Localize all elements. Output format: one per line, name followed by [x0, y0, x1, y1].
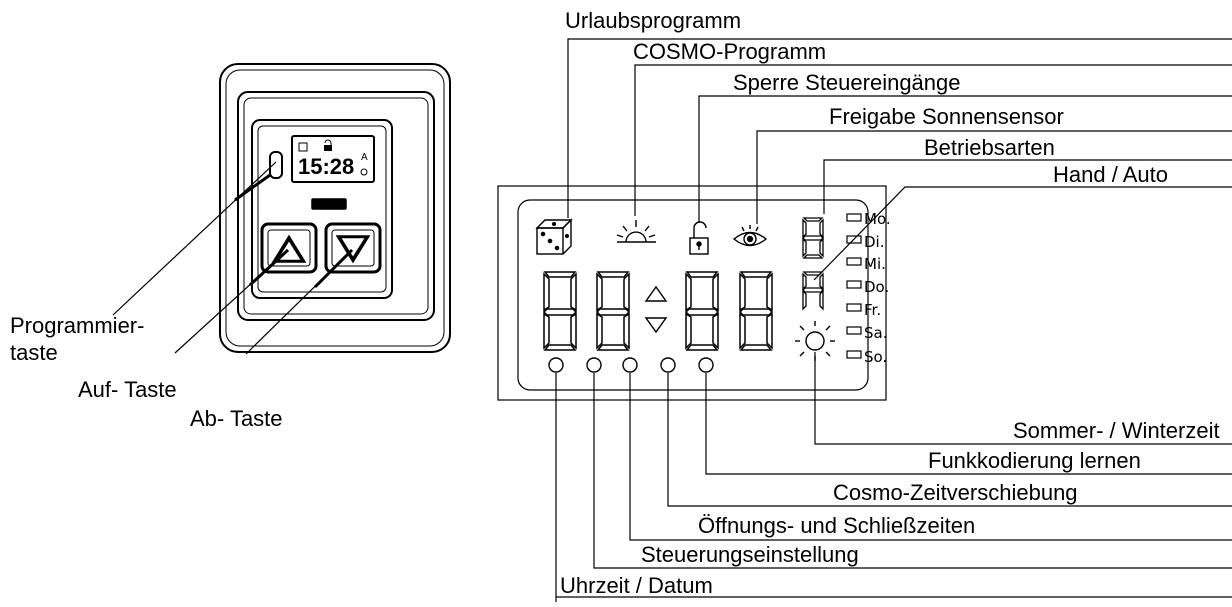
- weekday-do: Do.: [864, 278, 889, 296]
- key-pointers: [112, 161, 354, 355]
- digit-big-4: [738, 271, 774, 351]
- indicator-circles: [548, 357, 714, 373]
- weekday-di: Di.: [864, 233, 885, 251]
- weekday-mo: Mo.: [864, 210, 891, 228]
- label-hand-auto: Hand / Auto: [1053, 162, 1168, 187]
- label-freigabe-sonnensensor: Freigabe Sonnensensor: [829, 104, 1064, 129]
- mini-lock-body: [324, 145, 332, 151]
- digit-big-2: [595, 271, 631, 351]
- wall-unit: [219, 63, 451, 353]
- weekday-fr: Fr.: [864, 301, 881, 319]
- weekday-mi: Mi.: [864, 255, 886, 273]
- digit-mode: [802, 217, 824, 259]
- label-cosmo-programm: COSMO-Programm: [633, 39, 826, 64]
- mini-lcd-mode: A: [361, 152, 368, 163]
- top-leaders: [567, 38, 1232, 281]
- weekday-sa: Sa.: [864, 324, 887, 342]
- digit-big-3: [684, 271, 720, 351]
- label-sperre-steuereingaenge: Sperre Steuereingänge: [733, 70, 961, 95]
- digit-big-1: [542, 271, 578, 351]
- weekday-labels: Mo. Di. Mi. Do. Fr. Sa. So.: [864, 210, 891, 366]
- label-funkkodierung: Funkkodierung lernen: [928, 448, 1141, 473]
- weekday-so: So.: [864, 348, 887, 366]
- arrow-down-icon: [644, 317, 668, 334]
- label-auf-taste: Auf- Taste: [78, 377, 177, 402]
- dice-icon: [535, 218, 573, 255]
- label-cosmo-zeitverschiebung: Cosmo-Zeitverschiebung: [833, 480, 1078, 505]
- digit-hand-auto: [802, 271, 824, 311]
- label-betriebsarten: Betriebsarten: [924, 135, 1055, 160]
- lcd-display: [497, 185, 887, 401]
- label-uhrzeit-datum: Uhrzeit / Datum: [560, 573, 713, 598]
- mini-dice-icon: [298, 142, 308, 152]
- mini-lock-icon: [324, 139, 332, 145]
- label-urlaubsprogramm: Urlaubsprogramm: [565, 8, 741, 33]
- label-programmier: Programmier-: [10, 313, 144, 338]
- eye-icon: [732, 225, 768, 247]
- label-sommer-winterzeit: Sommer- / Winterzeit: [1013, 418, 1220, 443]
- label-oeffnungszeiten: Öffnungs- und Schließzeiten: [698, 513, 975, 538]
- sunrise-icon: [616, 220, 656, 243]
- lock-open-icon: [689, 221, 709, 255]
- bottom-leaders: [555, 352, 1232, 602]
- label-taste: taste: [10, 340, 58, 365]
- weekday-bars: [846, 213, 862, 359]
- arrow-up-icon: [644, 285, 668, 302]
- mini-lcd-content: 15:28 A: [298, 139, 368, 179]
- mini-lcd-time: 15:28: [298, 154, 354, 179]
- mini-sun-icon: [360, 168, 368, 176]
- label-steuerungseinstellung: Steuerungseinstellung: [641, 542, 859, 567]
- sun-icon: [795, 321, 835, 361]
- label-ab-taste: Ab- Taste: [190, 406, 283, 431]
